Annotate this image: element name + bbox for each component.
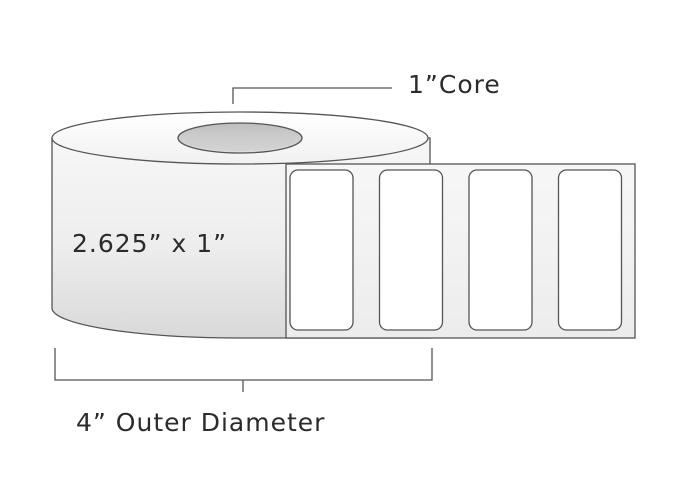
label-1	[289, 169, 354, 331]
core-callout-line	[232, 87, 392, 104]
outer-diameter-label: 4” Outer Diameter	[76, 408, 326, 437]
label-4	[557, 169, 623, 331]
outer-diameter-bracket	[54, 348, 433, 381]
label-dimensions-text: 2.625” x 1”	[72, 229, 228, 258]
label-2	[378, 169, 444, 331]
labels-group	[289, 169, 623, 331]
label-3	[468, 169, 533, 331]
core-size-label: 1”Core	[408, 70, 501, 99]
core-hole-inner-shade	[186, 131, 294, 151]
